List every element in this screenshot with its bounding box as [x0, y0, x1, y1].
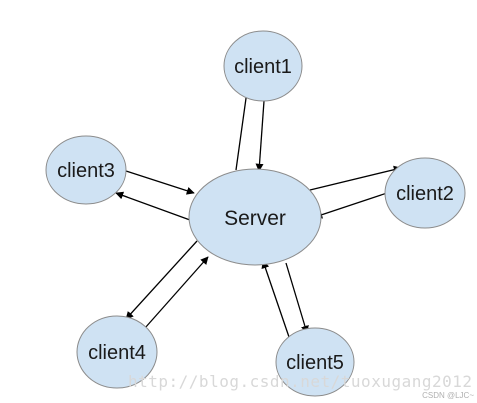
edge-client2-to-server — [314, 192, 388, 219]
node-label-client4: client4 — [88, 342, 146, 364]
edge-client5-to-server — [261, 260, 290, 338]
watermark-url: http://blog.csdn.net/tuoxugang2012 — [128, 372, 473, 391]
client2-ellipse — [384, 157, 466, 229]
watermark-badge: CSDN @LJC~ — [422, 391, 474, 400]
node-label-client2: client2 — [396, 183, 454, 205]
edge-server-to-client5 — [285, 262, 309, 334]
node-label-client5: client5 — [286, 352, 344, 374]
edge-server-to-client4 — [125, 240, 198, 320]
edge-client1-to-server — [255, 100, 265, 172]
node-label-server: Server — [224, 207, 286, 230]
client5-ellipse — [275, 327, 355, 397]
client4-ellipse — [76, 315, 158, 389]
node-client4: client4 — [76, 315, 158, 389]
edge-client4-to-server — [144, 256, 209, 329]
edge-server-to-client2 — [309, 165, 402, 191]
node-server: Server — [188, 168, 322, 266]
edge-server-to-client1 — [235, 83, 251, 171]
node-label-client3: client3 — [57, 160, 115, 182]
node-client1: client1 — [223, 30, 303, 102]
client1-ellipse — [223, 30, 303, 102]
edge-client3-to-server — [125, 170, 195, 195]
node-client5: client5 — [275, 327, 355, 397]
edges — [115, 83, 402, 338]
node-client2: client2 — [384, 157, 466, 229]
server-ellipse — [188, 168, 322, 266]
edge-server-to-client3 — [115, 191, 191, 221]
node-label-client1: client1 — [234, 56, 292, 78]
client3-ellipse — [45, 135, 127, 205]
node-client3: client3 — [45, 135, 127, 205]
